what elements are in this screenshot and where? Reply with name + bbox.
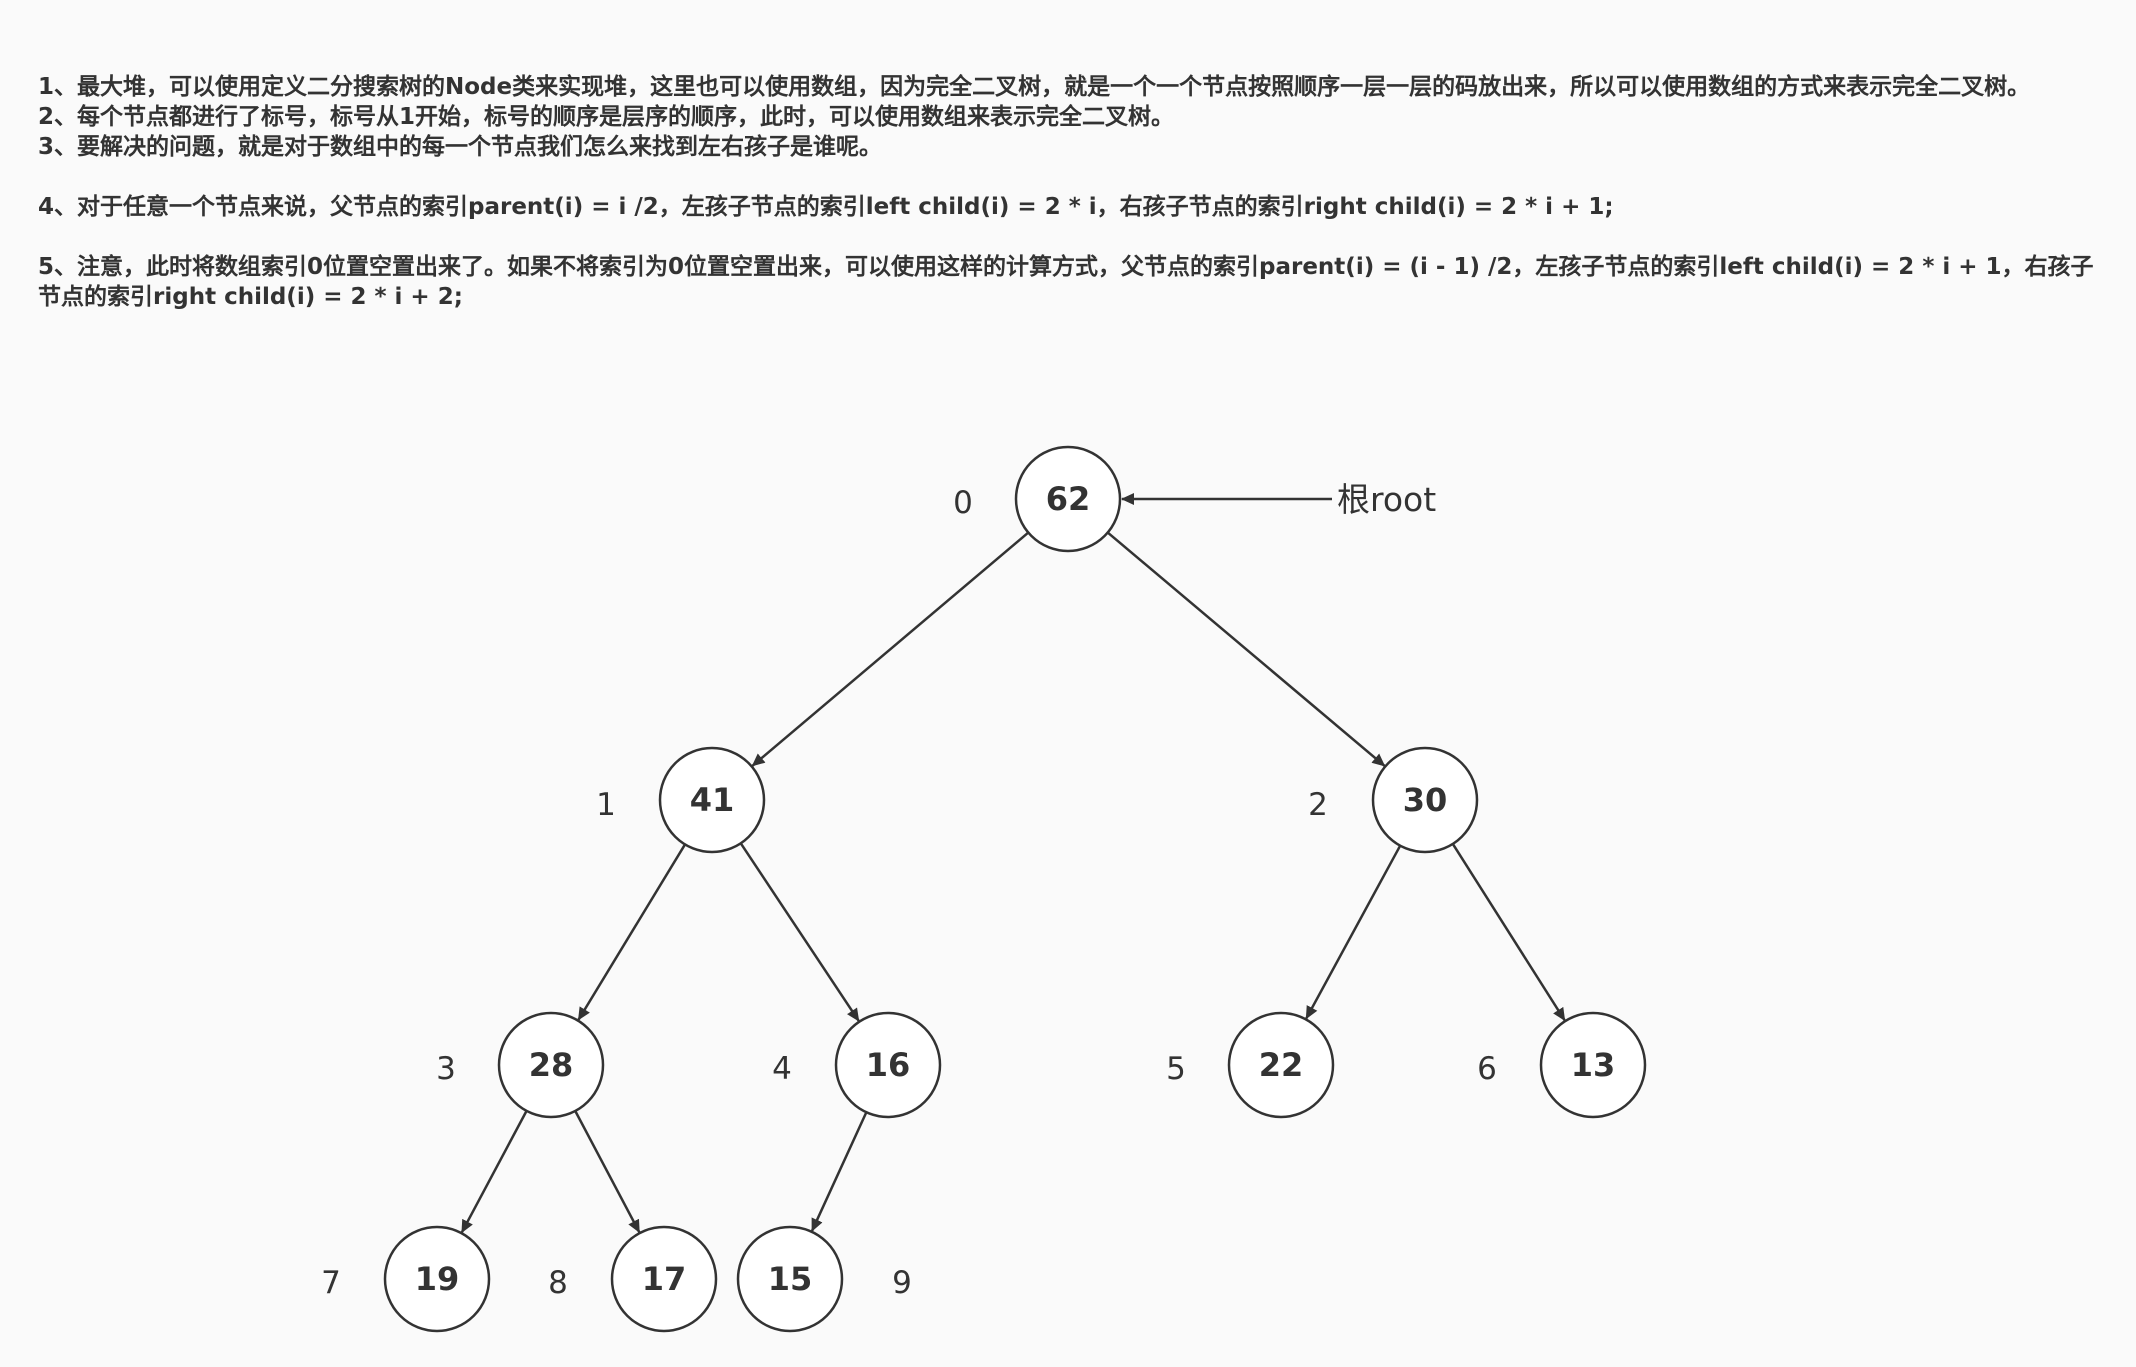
node-index-label: 5 <box>1166 1051 1186 1087</box>
node-value: 28 <box>529 1046 574 1084</box>
node-circle <box>1227 1011 1335 1119</box>
node-index-label: 2 <box>1308 787 1328 823</box>
node-value: 16 <box>866 1046 911 1084</box>
node-index-label: 3 <box>436 1051 456 1087</box>
node-circle <box>1014 445 1122 553</box>
node-index-label: 8 <box>548 1265 568 1301</box>
node-value: 30 <box>1403 781 1448 819</box>
tree-node-4: 16 4 <box>772 1011 942 1119</box>
tree-node-6: 13 6 <box>1477 1011 1647 1119</box>
tree-node-3: 28 3 <box>436 1011 605 1119</box>
node-index-label: 9 <box>892 1265 912 1301</box>
edge-0-2 <box>1106 531 1386 767</box>
edge-2-5 <box>1305 845 1402 1020</box>
node-circle <box>658 746 766 854</box>
tree-node-5: 22 5 <box>1166 1011 1335 1119</box>
tree-node-2: 30 2 <box>1308 746 1479 854</box>
node-circle <box>1371 746 1479 854</box>
node-index-label: 1 <box>596 787 616 823</box>
edge-2-6 <box>1451 843 1566 1022</box>
node-value: 22 <box>1259 1046 1304 1084</box>
edge-0-1 <box>751 531 1030 767</box>
note-line-5: 5、注意，此时将数组索引0位置空置出来了。如果不将索引为0位置空置出来，可以使用… <box>38 254 2094 310</box>
note-line-2: 2、每个节点都进行了标号，标号从1开始，标号的顺序是层序的顺序，此时，可以使用数… <box>38 104 1175 130</box>
node-value: 41 <box>690 781 735 819</box>
node-circle <box>610 1225 718 1333</box>
node-index-label: 7 <box>321 1265 341 1301</box>
node-index-label: 0 <box>953 485 973 521</box>
node-value: 15 <box>768 1260 813 1298</box>
edge-3-8 <box>574 1110 641 1234</box>
edge-4-9 <box>810 1111 868 1232</box>
node-circle <box>383 1225 491 1333</box>
node-circle <box>1539 1011 1647 1119</box>
tree-node-9: 15 9 <box>736 1225 912 1333</box>
node-index-label: 4 <box>772 1051 792 1087</box>
root-pointer: 根root <box>1121 480 1436 519</box>
note-line-4: 4、对于任意一个节点来说，父节点的索引parent(i) = i /2，左孩子节… <box>38 194 1614 220</box>
node-circle <box>736 1225 844 1333</box>
node-circle <box>834 1011 942 1119</box>
node-value: 17 <box>642 1260 687 1298</box>
node-value: 19 <box>415 1260 460 1298</box>
node-circle <box>497 1011 605 1119</box>
note-line-1: 1、最大堆，可以使用定义二分搜索树的Node类来实现堆，这里也可以使用数组，因为… <box>38 74 2031 100</box>
edge-1-4 <box>739 842 860 1022</box>
node-value: 13 <box>1571 1046 1616 1084</box>
notes-text: 1、最大堆，可以使用定义二分搜索树的Node类来实现堆，这里也可以使用数组，因为… <box>38 72 2108 312</box>
node-index-label: 6 <box>1477 1051 1497 1087</box>
note-line-3: 3、要解决的问题，就是对于数组中的每一个节点我们怎么来找到左右孩子是谁呢。 <box>38 134 883 160</box>
tree-node-0: 62 0 <box>953 445 1122 553</box>
edges-layer <box>460 531 1566 1234</box>
tree-node-1: 41 1 <box>596 746 766 854</box>
root-label: 根root <box>1337 480 1436 519</box>
node-value: 62 <box>1046 480 1091 518</box>
edge-1-3 <box>577 843 687 1021</box>
nodes-layer: 62 0 41 1 30 2 28 3 16 4 22 5 13 6 19 7 17 8 15 9 <box>321 445 1647 1333</box>
edge-3-7 <box>460 1110 528 1234</box>
tree-node-8: 17 8 <box>548 1225 718 1333</box>
tree-node-7: 19 7 <box>321 1225 491 1333</box>
